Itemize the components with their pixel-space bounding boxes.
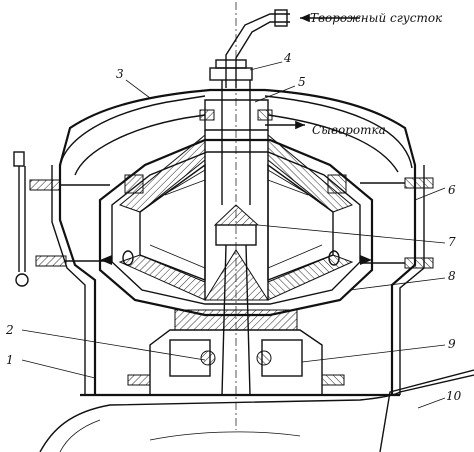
outer-casing [58,88,417,395]
leader-10 [417,397,446,409]
base-right-block [379,369,474,452]
spindle-cone [204,249,269,301]
outer-casing-inner-right [399,165,425,395]
curd-input-label: Творожный сгусток [310,11,443,25]
left-nozzle-tip [100,255,112,265]
seal-right [257,109,273,121]
right-disk-lower [267,254,354,301]
left-clamp-top [13,151,25,167]
callout-9: 9 [448,337,456,351]
callout-5: 5 [298,75,306,89]
bearing-ball-left [200,350,216,366]
whey-output-label: Сыворотка [312,123,386,137]
right-nozzle [328,250,340,266]
leader-4 [249,61,283,71]
leader-3 [125,79,151,99]
callout-4: 4 [283,51,292,65]
inlet-pipe [225,13,290,88]
callout-10: 10 [446,389,462,403]
right-bracket-bottom [404,257,434,269]
bearing-ball-right [256,350,272,366]
callout-3: 3 [116,67,124,81]
upper-left-block [124,174,144,194]
leader-1 [21,359,96,379]
callout-1: 1 [6,353,14,367]
foot-right [321,374,345,386]
seal-left [199,109,215,121]
leader-6 [414,187,446,201]
nut-4 [209,67,253,81]
callout-6: 6 [448,183,456,197]
base-curve [149,431,301,441]
left-bracket-top [29,179,61,191]
leader-8 [349,277,446,291]
outer-casing-inner-left [51,165,86,395]
leader-7 [257,224,446,244]
leader-2 [21,329,206,361]
callout-8: 8 [448,269,456,283]
inlet-fitting [274,9,288,27]
left-bracket-bottom [35,255,67,267]
center-cone [213,204,260,226]
callout-7: 7 [448,235,456,249]
leader-5 [254,85,296,103]
column-5 [221,80,251,205]
column-walls [204,130,269,300]
base-frame-inner [59,419,101,452]
right-bracket-top [404,177,434,189]
nut-4-top [215,59,247,69]
left-clamp-knob [15,273,29,287]
leader-9 [301,344,446,363]
foot-left [127,374,151,386]
dome-cover [59,95,413,171]
right-nozzle-tip [360,255,372,265]
upper-right-block [327,174,347,194]
left-nozzle [122,250,134,266]
inner-dome [74,114,399,176]
callout-2: 2 [5,323,14,337]
